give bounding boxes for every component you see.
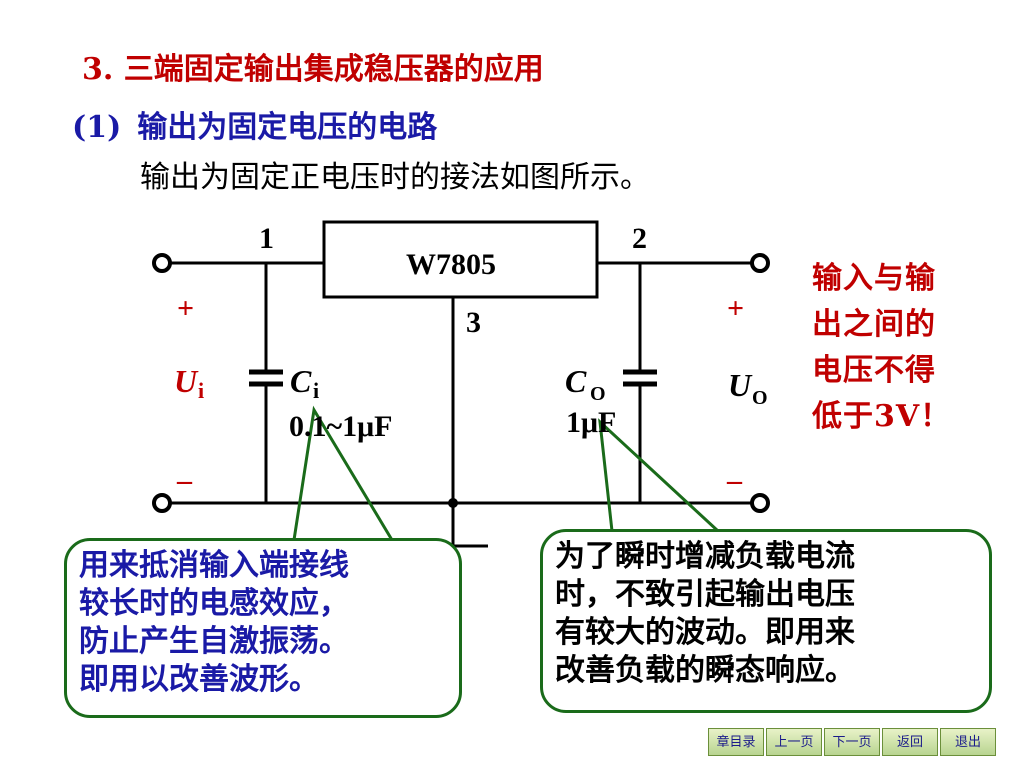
- output-plus-sign: +: [727, 292, 744, 325]
- input-voltage-subscript: i: [198, 378, 204, 403]
- output-voltage-subscript: O: [752, 387, 768, 409]
- junction-dot: [448, 498, 458, 508]
- co-symbol: C: [565, 363, 587, 399]
- pin3-label: 3: [466, 306, 481, 339]
- callout-line: 有较大的波动。即用来: [555, 615, 855, 650]
- note-line: 电压不得: [812, 353, 936, 388]
- toc-button[interactable]: 章目录: [708, 728, 764, 756]
- output-terminal-top: [750, 253, 770, 273]
- pin2-label: 2: [632, 222, 647, 255]
- co-explanation-callout: 为了瞬时增减负载电流 时，不致引起输出电压 有较大的波动。即用来 改善负载的瞬态…: [540, 529, 992, 713]
- note-line: 出之间的: [812, 307, 936, 342]
- ci-callout-pointer: [292, 405, 394, 541]
- input-minus-sign: –: [176, 464, 193, 497]
- co-value: 1μF: [566, 406, 616, 439]
- prev-page-button[interactable]: 上一页: [766, 728, 822, 756]
- subsection-number: (1): [72, 110, 122, 145]
- output-minus-sign: –: [726, 464, 743, 497]
- subsection-title: 输出为固定电压的电路: [137, 110, 438, 145]
- subsection-heading: (1) 输出为固定电压的电路: [72, 102, 437, 146]
- callout-line: 即用以改善波形。: [79, 662, 319, 697]
- co-callout-pointer: [598, 418, 720, 533]
- exit-button[interactable]: 退出: [940, 728, 996, 756]
- input-voltage-symbol: U: [174, 363, 199, 399]
- note-line: 低于3V！: [812, 399, 952, 434]
- voltage-difference-note: 输入与输 出之间的 电压不得 低于3V！: [812, 256, 982, 440]
- callout-line: 改善负载的瞬态响应。: [555, 653, 855, 688]
- back-button[interactable]: 返回: [882, 728, 938, 756]
- callout-line: 防止产生自激振荡。: [79, 624, 349, 659]
- note-line: 输入与输: [812, 261, 936, 296]
- slide-navigation: 章目录 上一页 下一页 返回 退出: [708, 728, 996, 756]
- pin1-label: 1: [259, 222, 274, 255]
- input-terminal-top: [152, 253, 172, 273]
- description-text: 输出为固定正电压时的接法如图所示。: [140, 160, 650, 195]
- ci-explanation-callout: 用来抵消输入端接线 较长时的电感效应， 防止产生自激振荡。 即用以改善波形。: [64, 538, 462, 718]
- input-plus-sign: +: [177, 292, 194, 325]
- ci-value: 0.1~1μF: [289, 410, 392, 443]
- output-terminal-bottom: [750, 493, 770, 513]
- callout-line: 为了瞬时增减负载电流: [555, 539, 855, 574]
- ci-symbol: C: [290, 363, 312, 399]
- co-subscript: O: [590, 383, 606, 405]
- ci-subscript: i: [313, 378, 319, 403]
- section-title: 3. 三端固定输出集成稳压器的应用: [82, 52, 544, 87]
- output-voltage-symbol: U: [728, 367, 753, 403]
- callout-line: 时，不致引起输出电压: [555, 577, 855, 612]
- next-page-button[interactable]: 下一页: [824, 728, 880, 756]
- regulator-chip-box: [322, 220, 599, 299]
- callout-line: 较长时的电感效应，: [79, 586, 349, 621]
- input-terminal-bottom: [152, 493, 172, 513]
- callout-line: 用来抵消输入端接线: [79, 548, 349, 583]
- chip-label: W7805: [406, 248, 496, 281]
